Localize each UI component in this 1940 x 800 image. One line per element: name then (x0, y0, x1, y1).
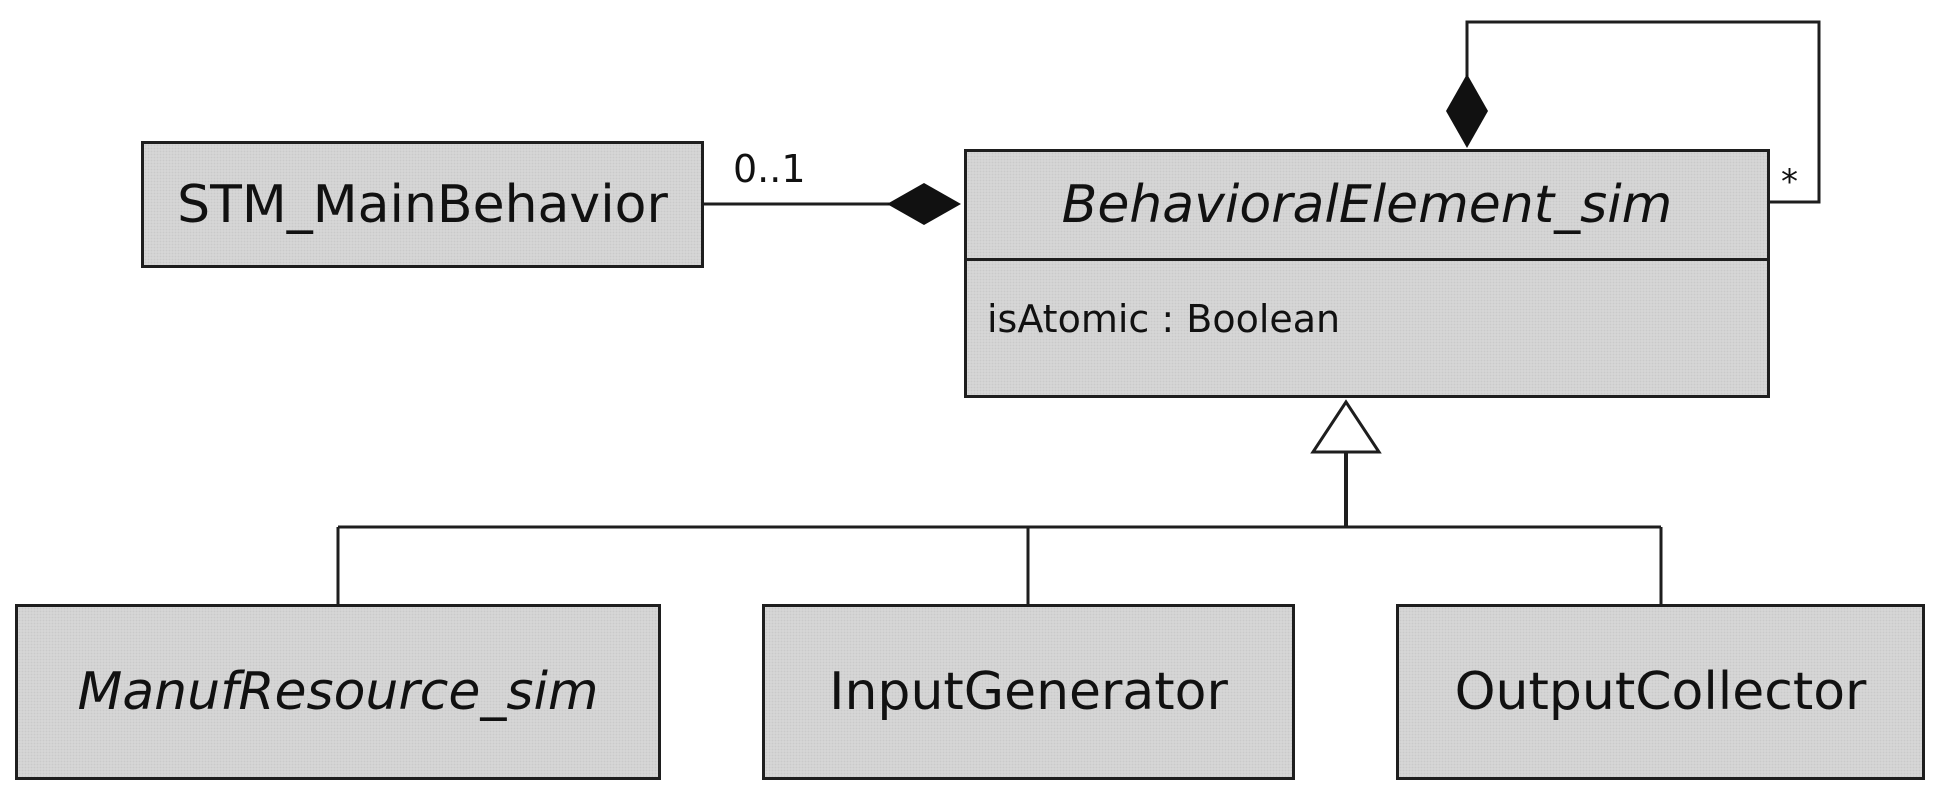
attribute-compartment: isAtomic : Boolean (967, 258, 1767, 341)
class-name: ManufResource_sim (77, 662, 599, 722)
self-composition-line (1465, 20, 1821, 204)
class-name: BehavioralElement_sim (1061, 175, 1673, 235)
class-output-collector[interactable]: OutputCollector (1396, 604, 1925, 780)
class-name: STM_MainBehavior (177, 174, 668, 235)
class-name: InputGenerator (829, 662, 1228, 722)
class-name: OutputCollector (1454, 662, 1867, 722)
composition-diamond-main (887, 183, 961, 225)
generalization-triangle (1310, 399, 1382, 454)
self-composition-diamond (1446, 74, 1488, 148)
multiplicity-label: 0..1 (733, 147, 806, 191)
class-behavioral-element-sim[interactable]: BehavioralElement_sim isAtomic : Boolean (964, 149, 1770, 398)
attribute-is-atomic: isAtomic : Boolean (987, 297, 1341, 341)
multiplicity-label: * (1781, 162, 1798, 202)
class-stm-main-behavior[interactable]: STM_MainBehavior (141, 141, 704, 268)
class-manuf-resource-sim[interactable]: ManufResource_sim (15, 604, 661, 780)
class-input-generator[interactable]: InputGenerator (762, 604, 1295, 780)
